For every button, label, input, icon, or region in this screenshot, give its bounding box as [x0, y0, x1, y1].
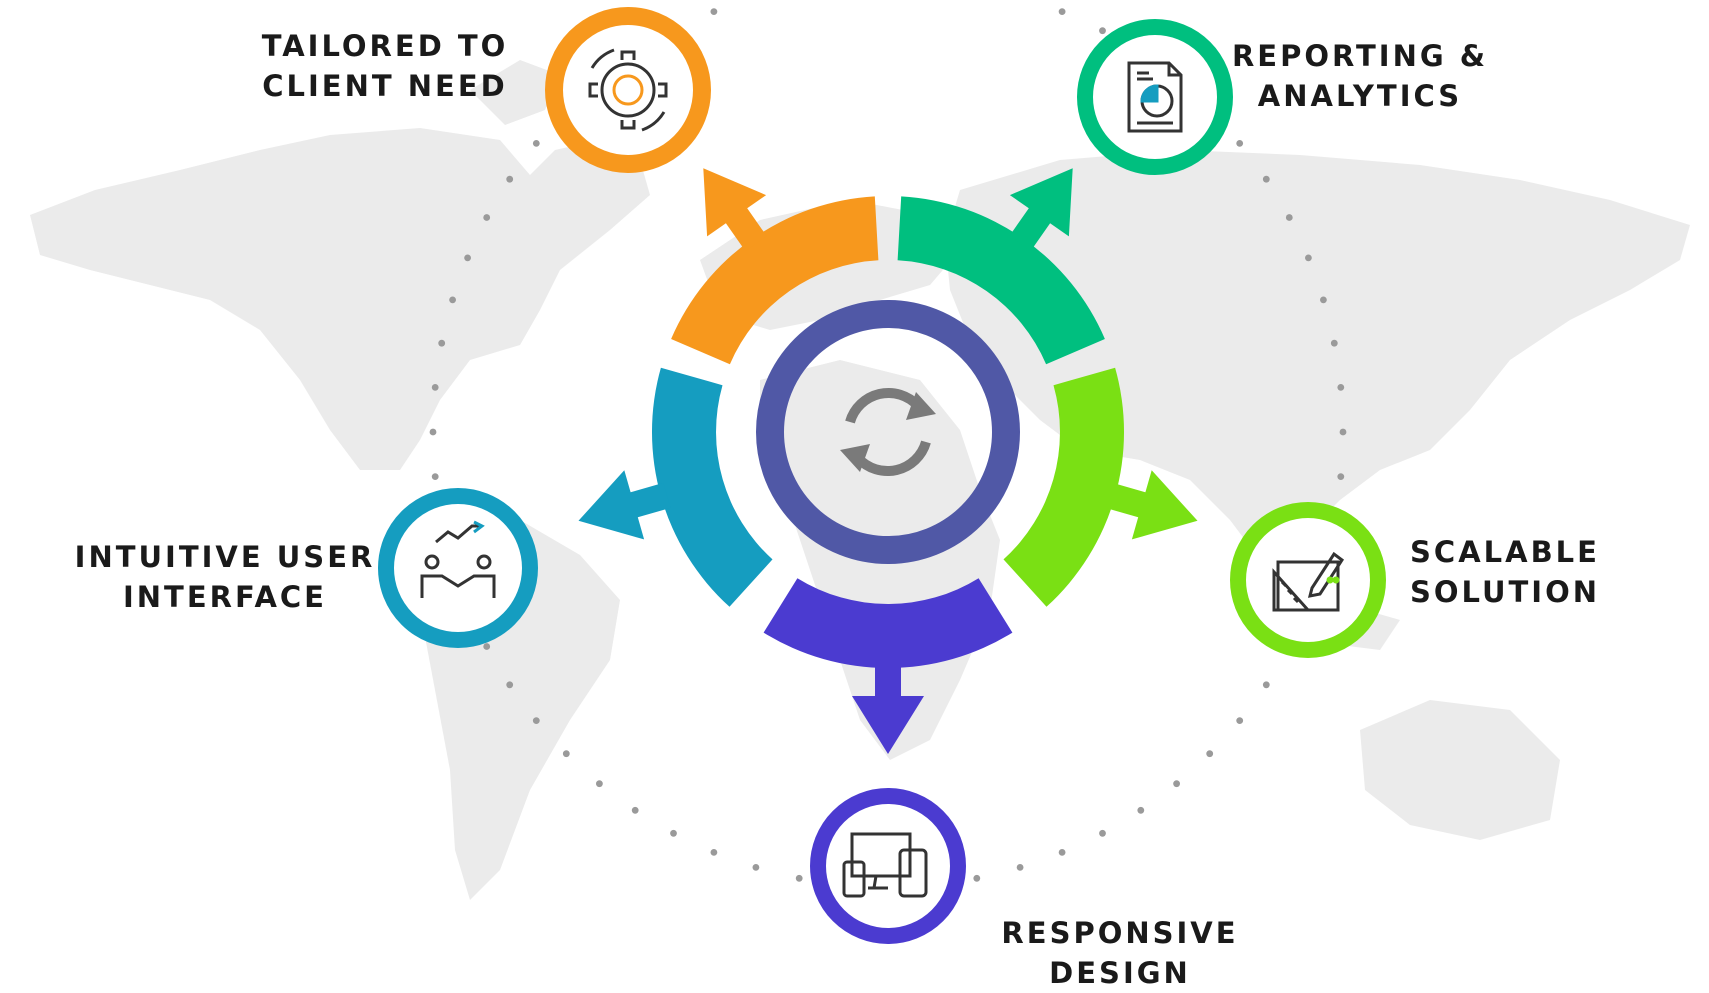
label-line: ANALYTICS [1257, 79, 1463, 113]
orbit-dot [1058, 849, 1066, 856]
arrow-head-reporting [1009, 168, 1073, 252]
label-responsive-design: RESPONSIVE DESIGN [975, 913, 1265, 993]
orbit-dot [431, 384, 439, 391]
orbit-dot [532, 140, 540, 147]
node-ring [810, 788, 966, 944]
orbit-dot [1337, 384, 1345, 391]
orbit-dot [483, 643, 491, 650]
orbit-dot [1206, 750, 1214, 758]
ruler-pencil-icon [1272, 551, 1345, 612]
arrow-head-scalable [1105, 470, 1198, 540]
arc-segment-intuitive [651, 367, 773, 607]
label-line: SOLUTION [1409, 575, 1601, 609]
orbit-dot [973, 874, 981, 882]
cycle-arrows [578, 168, 1198, 754]
label-line: RESPONSIVE [1001, 916, 1239, 950]
node-tailored-to-client-need [545, 7, 711, 173]
orbit-dot [1305, 254, 1312, 262]
orbit-dot [429, 428, 437, 436]
node-ring [545, 7, 711, 173]
label-line: TAILORED TO [261, 29, 509, 63]
arc-segment-responsive [763, 578, 1013, 669]
orbit-dot [596, 780, 603, 788]
devices-icon [842, 832, 928, 898]
label-line: CLIENT NEED [262, 69, 508, 103]
orbit-dot [1236, 140, 1244, 147]
label-line: SCALABLE [1410, 535, 1600, 569]
orbit-dot [710, 8, 718, 16]
orbit-dot [431, 473, 439, 480]
orbit-dot [1339, 428, 1347, 436]
orbit-dot [1320, 296, 1327, 304]
orbit-dot [1099, 27, 1106, 35]
label-tailored-to-client-need: TAILORED TO CLIENT NEED [235, 26, 535, 106]
orbit-dot [670, 829, 677, 837]
node-ring [378, 488, 538, 648]
label-scalable-solution: SCALABLE SOLUTION [1370, 532, 1640, 612]
arc-segment-reporting [897, 196, 1105, 365]
orbit-dot [1330, 339, 1338, 347]
label-intuitive-user-interface: INTUITIVE USER INTERFACE [70, 537, 380, 617]
orbit-dot [710, 849, 718, 856]
label-line: DESIGN [1049, 956, 1191, 990]
arrow-head-tailored [703, 168, 767, 252]
arrow-head-intuitive [578, 470, 671, 540]
node-responsive-design [810, 788, 966, 944]
label-line: INTUITIVE USER [74, 540, 376, 574]
arc-segment-tailored [671, 196, 879, 365]
orbit-dot [1016, 864, 1024, 871]
world-map-background [30, 60, 1690, 900]
orbit-dot [562, 750, 570, 758]
refresh-icon [840, 388, 936, 476]
orbit-dot [483, 214, 491, 221]
gear-icon [588, 48, 668, 132]
orbit-dot [1337, 473, 1345, 480]
orbit-dot [506, 175, 514, 183]
arrow-head-responsive [852, 662, 924, 754]
orbit-dot [1285, 214, 1293, 221]
node-ring [1230, 502, 1386, 658]
orbit-dot [1058, 8, 1066, 16]
orbit-dot [752, 864, 760, 871]
orbit-dot [795, 874, 803, 882]
label-line: INTERFACE [122, 580, 327, 614]
node-reporting-analytics [1077, 19, 1233, 175]
orbit-dot [1262, 681, 1270, 689]
orbit-dot [1236, 717, 1244, 724]
orbit-dot [631, 806, 639, 814]
node-intuitive-user-interface [378, 488, 538, 648]
orbit-dot [1137, 806, 1145, 814]
orbit-dot [449, 296, 456, 304]
orbit-dot [1262, 175, 1270, 183]
handshake-icon [420, 520, 496, 598]
arc-segment-scalable [1003, 367, 1125, 607]
orbit-dot [1173, 780, 1180, 788]
orbit-dot [1099, 829, 1106, 837]
orbit-dot [506, 681, 514, 689]
orbit-dot [532, 717, 540, 724]
label-reporting-analytics: REPORTING & ANALYTICS [1195, 36, 1525, 116]
label-line: REPORTING & [1231, 39, 1489, 73]
orbit-dot [464, 254, 471, 262]
orbit-dot [438, 339, 446, 347]
hub-ring [756, 300, 1020, 564]
report-icon [1127, 61, 1183, 133]
node-scalable-solution [1230, 502, 1386, 658]
